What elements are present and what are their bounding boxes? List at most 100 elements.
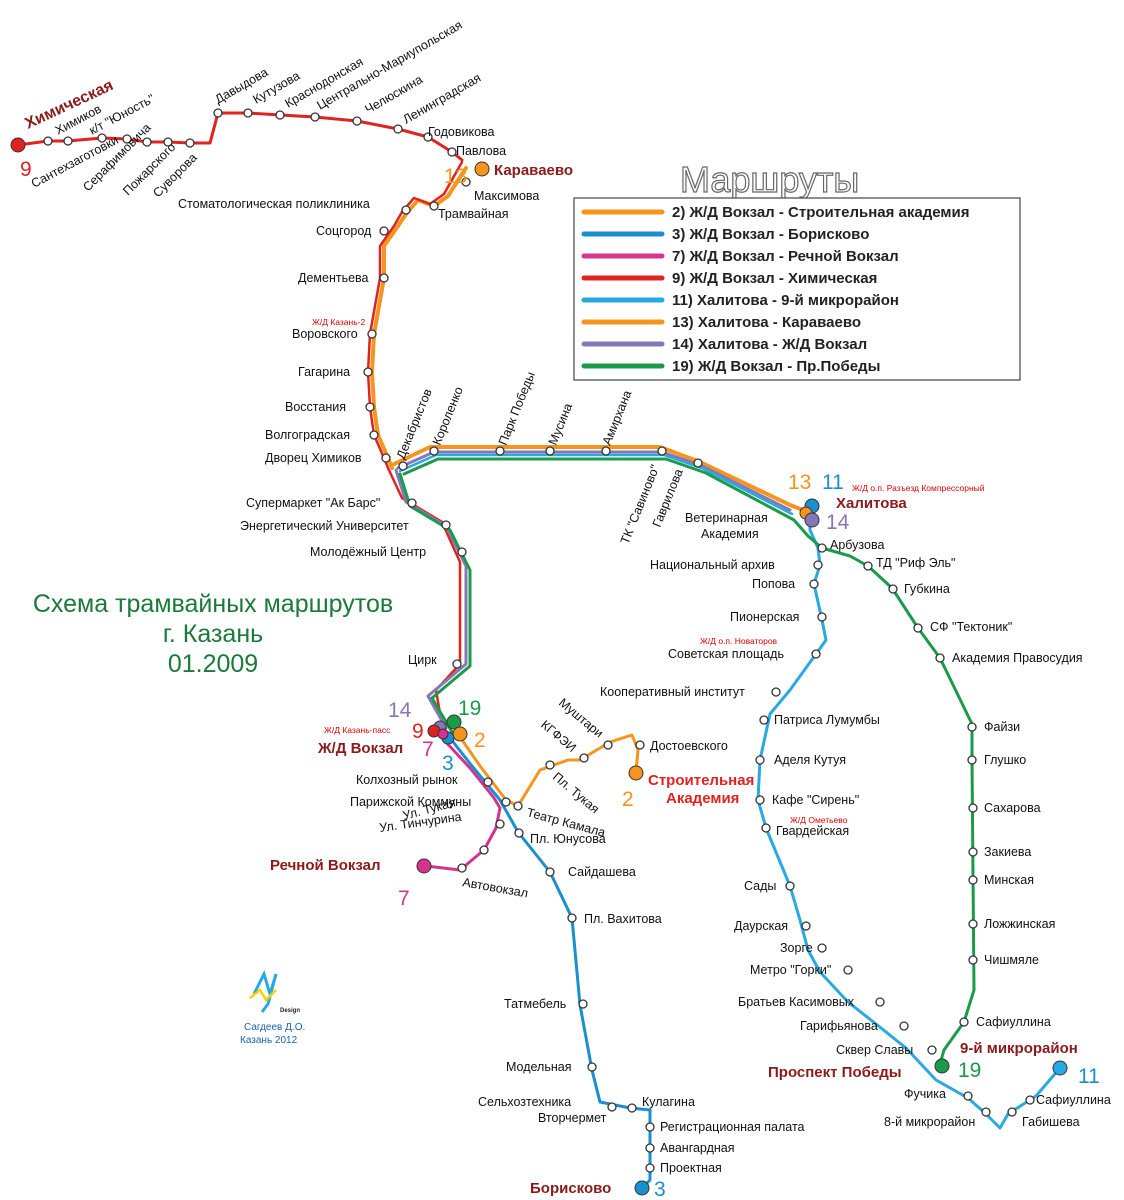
station-dot[interactable]: [398, 461, 408, 471]
station-dot[interactable]: [429, 201, 439, 211]
terminal-karavaevo-dot[interactable]: [474, 161, 490, 177]
station-dot[interactable]: [495, 819, 505, 829]
station-dot[interactable]: [578, 999, 588, 1009]
station-dot[interactable]: [1025, 1095, 1035, 1105]
station-dot[interactable]: [693, 458, 703, 468]
station-dot[interactable]: [352, 116, 362, 126]
terminal-vokzal-orange-dot[interactable]: [452, 726, 468, 742]
terminal-khimicheskaya-dot[interactable]: [10, 137, 26, 153]
station-dot[interactable]: [163, 137, 173, 147]
station-dot[interactable]: [567, 913, 577, 923]
station-dot[interactable]: [423, 132, 433, 142]
station-dot[interactable]: [761, 823, 771, 833]
station-dot[interactable]: [457, 863, 467, 873]
station-dot[interactable]: [935, 653, 945, 663]
station-dot[interactable]: [367, 329, 377, 339]
station-dot[interactable]: [863, 561, 873, 571]
terminal-vokzal-green-dot[interactable]: [446, 714, 462, 730]
station-dot[interactable]: [785, 881, 795, 891]
station-dot[interactable]: [452, 659, 462, 669]
station-dot[interactable]: [365, 402, 375, 412]
station-dot[interactable]: [393, 124, 403, 134]
station-dot[interactable]: [967, 755, 977, 765]
station-dot[interactable]: [43, 136, 53, 146]
station-dot[interactable]: [461, 177, 471, 187]
station-dot[interactable]: [967, 722, 977, 732]
station-dot[interactable]: [645, 1122, 655, 1132]
station-dot[interactable]: [817, 543, 827, 553]
station-dot[interactable]: [447, 147, 457, 157]
station-dot[interactable]: [310, 112, 320, 122]
station-dot[interactable]: [185, 138, 195, 148]
station-dot[interactable]: [759, 715, 769, 725]
station-dot[interactable]: [607, 1102, 617, 1112]
terminal-borisko-dot[interactable]: [634, 1180, 650, 1196]
station-dot[interactable]: [627, 1103, 637, 1113]
station-dot[interactable]: [601, 446, 611, 456]
station-dot[interactable]: [771, 687, 781, 697]
terminal-prospekt-dot[interactable]: [934, 1058, 950, 1074]
station-dot[interactable]: [369, 430, 379, 440]
station-dot[interactable]: [363, 367, 373, 377]
station-dot[interactable]: [959, 1017, 969, 1027]
station-dot[interactable]: [275, 110, 285, 120]
station-dot[interactable]: [968, 875, 978, 885]
station-dot[interactable]: [645, 1163, 655, 1173]
station-dot[interactable]: [545, 446, 555, 456]
station-dot[interactable]: [635, 740, 645, 750]
station-dot[interactable]: [587, 1062, 597, 1072]
station-dot[interactable]: [645, 1143, 655, 1153]
station-dot[interactable]: [381, 453, 391, 463]
station-dot[interactable]: [495, 446, 505, 456]
station-dot[interactable]: [63, 136, 73, 146]
terminal-rechnoy-dot[interactable]: [416, 858, 432, 874]
station-dot[interactable]: [981, 1107, 991, 1117]
station-dot[interactable]: [379, 273, 389, 283]
station-dot[interactable]: [479, 845, 489, 855]
station-dot[interactable]: [243, 108, 253, 118]
station-dot[interactable]: [514, 828, 524, 838]
station-dot[interactable]: [407, 498, 417, 508]
terminal-mikro9-dot[interactable]: [1052, 1060, 1068, 1076]
station-dot[interactable]: [513, 801, 523, 811]
station-dot[interactable]: [122, 134, 132, 144]
station-dot[interactable]: [817, 612, 827, 622]
station-dot[interactable]: [142, 137, 152, 147]
station-dot[interactable]: [379, 226, 389, 236]
station-dot[interactable]: [501, 797, 511, 807]
station-dot[interactable]: [401, 205, 411, 215]
station-dot[interactable]: [968, 955, 978, 965]
station-dot[interactable]: [213, 108, 223, 118]
station-dot[interactable]: [579, 753, 589, 763]
station-dot[interactable]: [657, 446, 667, 456]
station-dot[interactable]: [457, 547, 467, 557]
terminal-khalitova-purple-dot[interactable]: [804, 512, 820, 528]
station-dot[interactable]: [811, 649, 821, 659]
terminal-stroitelnaya-dot[interactable]: [628, 765, 644, 781]
station-dot[interactable]: [899, 1021, 909, 1031]
station-dot[interactable]: [755, 795, 765, 805]
station-dot[interactable]: [888, 584, 898, 594]
station-dot[interactable]: [927, 1045, 937, 1055]
station-dot[interactable]: [843, 965, 853, 975]
station-dot[interactable]: [801, 921, 811, 931]
terminal-vokzal-pink-dot[interactable]: [437, 728, 449, 740]
station-dot[interactable]: [968, 847, 978, 857]
station-dot[interactable]: [875, 997, 885, 1007]
station-dot[interactable]: [963, 1091, 973, 1101]
station-dot[interactable]: [1007, 1107, 1017, 1117]
station-dot[interactable]: [545, 760, 555, 770]
station-dot[interactable]: [441, 520, 451, 530]
station-dot[interactable]: [545, 867, 555, 877]
station-dot[interactable]: [968, 919, 978, 929]
station-dot[interactable]: [813, 560, 823, 570]
station-dot[interactable]: [968, 803, 978, 813]
station-dot[interactable]: [809, 579, 819, 589]
station-dot[interactable]: [913, 623, 923, 633]
station-dot[interactable]: [603, 740, 613, 750]
station-dot[interactable]: [755, 755, 765, 765]
station-dot[interactable]: [817, 943, 827, 953]
station-dot[interactable]: [97, 133, 107, 143]
station-dot[interactable]: [483, 777, 493, 787]
station-dot[interactable]: [429, 446, 439, 456]
